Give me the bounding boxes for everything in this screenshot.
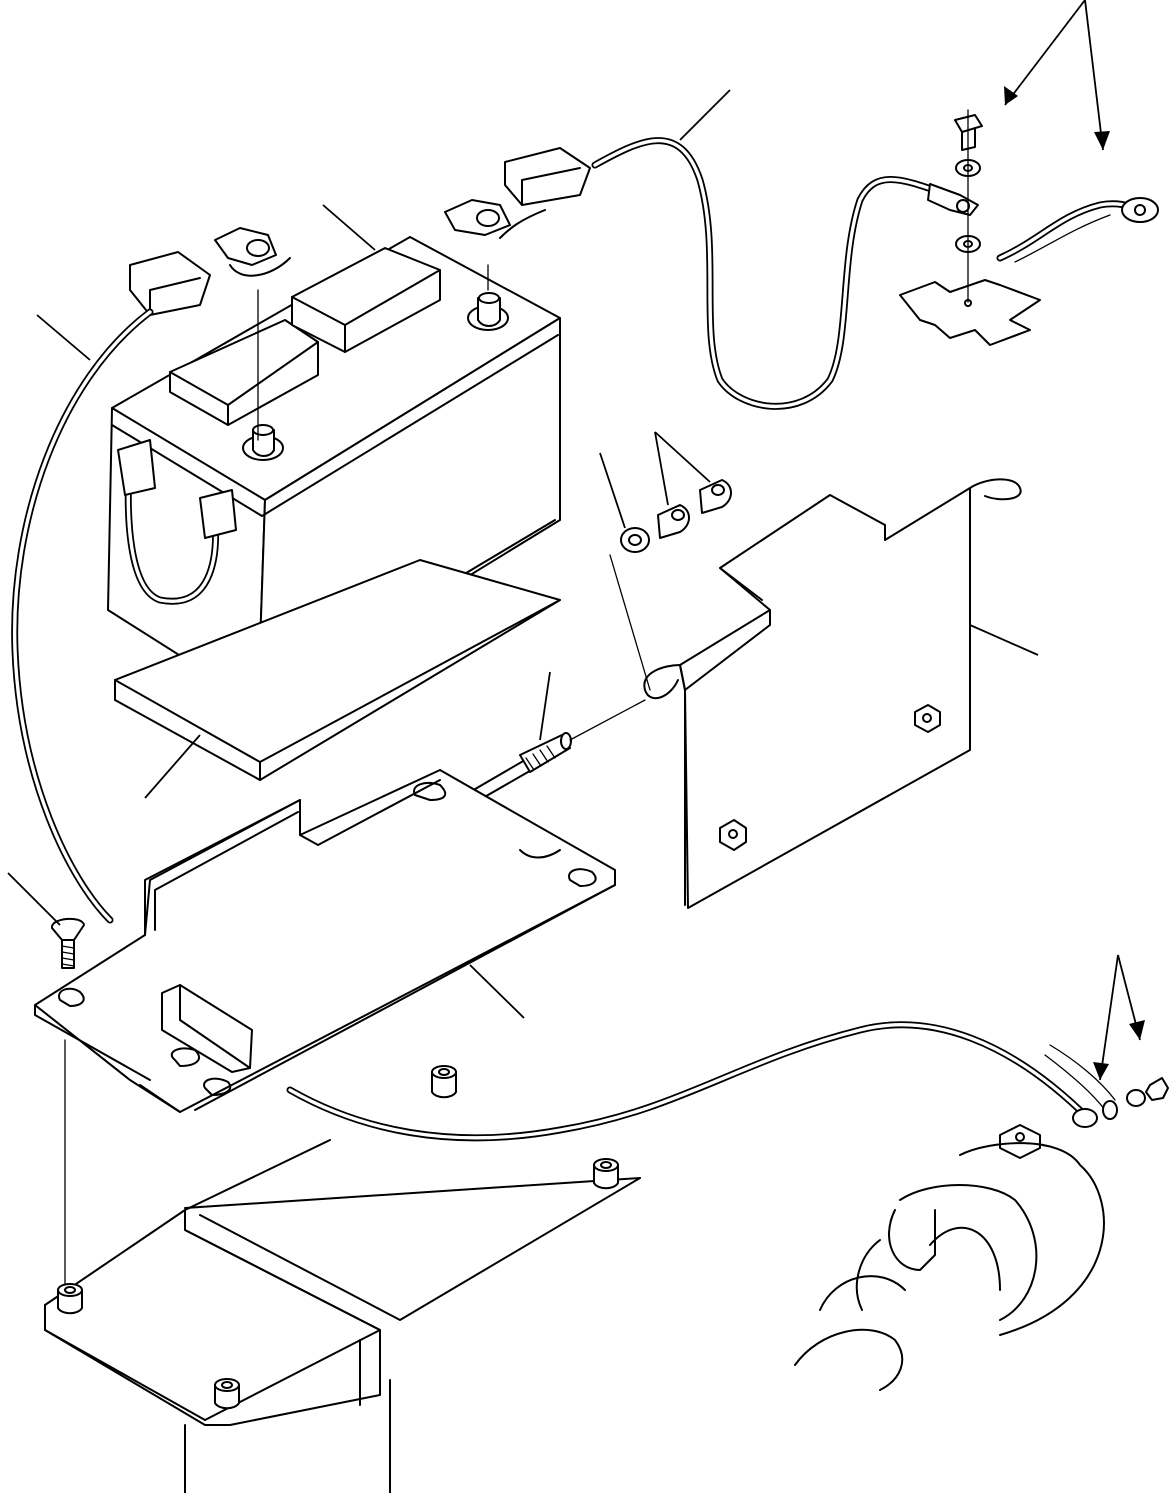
positive-terminal-clamp (444, 199, 546, 239)
frame-mounting-base (44, 1065, 641, 1494)
terminal-cover (504, 147, 591, 206)
battery-mounting-bracket (34, 769, 616, 1113)
nut (719, 819, 747, 851)
ring-terminal (1072, 1108, 1098, 1128)
assembly-line (569, 699, 646, 741)
assembly-line (609, 554, 651, 691)
battery-cover-plate (643, 478, 1022, 909)
spacer-washers (620, 479, 732, 553)
terminal-cover (129, 251, 211, 316)
washer (1126, 1089, 1146, 1107)
countersunk-screw (51, 917, 85, 969)
ground-cable-upper (996, 197, 1159, 263)
mounting-plate (899, 279, 1041, 346)
vent-cap (169, 319, 319, 426)
washer (1102, 1100, 1118, 1120)
nut (1145, 1077, 1169, 1101)
ring-terminal (1121, 197, 1159, 223)
ring-terminal (927, 183, 979, 216)
callout-leaders (7, 89, 1039, 1019)
ground-cable-lower (286, 1021, 1169, 1142)
ground-bolt-assembly (899, 109, 1041, 346)
vent-cap (291, 247, 441, 353)
reference-arrows-top (1004, 0, 1110, 151)
nut (914, 704, 941, 733)
threaded-end (519, 734, 571, 773)
negative-terminal-clamp (129, 227, 291, 316)
positive-battery-cable (504, 137, 979, 410)
mounting-boss (431, 1071, 457, 1099)
negative-battery-cable (11, 308, 154, 924)
battery-rubber-pad (114, 559, 561, 781)
starter-motor (794, 1124, 1105, 1391)
reference-arrows-bottom (1093, 954, 1145, 1081)
